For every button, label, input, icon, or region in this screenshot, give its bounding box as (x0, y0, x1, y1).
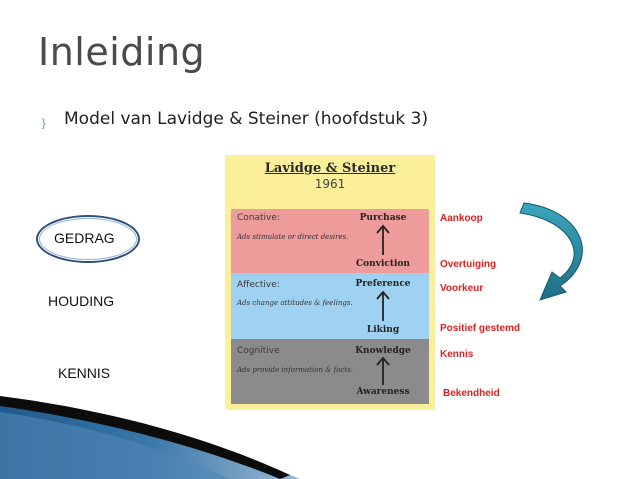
stage-desc-cognitive: Ads provide information & facts. (237, 366, 353, 374)
stage-desc-affective: Ads change attitudes & feelings. (237, 299, 353, 307)
conative-band: Conative: Ads stimulate or direct desire… (231, 209, 429, 273)
label-voorkeur: Voorkeur (440, 283, 484, 294)
cognitive-band: Cognitive Ads provide information & fact… (231, 339, 429, 404)
stage-label-affective: Affective: (237, 280, 280, 290)
bullet-icon: } (40, 116, 48, 130)
gedrag-oval-inner (39, 218, 137, 260)
stage-label-conative: Conative: (237, 213, 280, 223)
step-liking: Liking (366, 325, 400, 335)
stage-label-cognitive: Cognitive (237, 346, 280, 356)
affective-band: Affective: Ads change attitudes & feelin… (231, 273, 429, 339)
stage-desc-conative: Ads stimulate or direct desires. (237, 233, 349, 241)
model-title: Lavidge & Steiner (264, 161, 396, 176)
step-conviction: Conviction (356, 259, 410, 269)
label-kennis: Kennis (440, 349, 474, 360)
label-gedrag: GEDRAG (54, 230, 115, 246)
label-houding: HOUDING (48, 293, 115, 309)
lavidge-steiner-model: Lavidge & Steiner 1961 Conative: Ads sti… (225, 155, 435, 410)
step-purchase: Purchase (359, 213, 407, 223)
step-preference: Preference (355, 279, 411, 289)
up-arrow-icon (376, 356, 390, 385)
label-kennis-left: KENNIS (58, 365, 111, 381)
up-arrow-icon (376, 290, 390, 321)
up-arrow-icon (376, 224, 390, 255)
step-knowledge: Knowledge (355, 346, 411, 356)
slide-title: Inleiding (38, 30, 206, 74)
label-bekendheid: Bekendheid (443, 388, 500, 399)
bullet-text: Model van Lavidge & Steiner (hoofdstuk 3… (64, 109, 429, 129)
step-awareness: Awareness (356, 387, 410, 397)
label-overtuiging: Overtuiging (440, 259, 497, 270)
gedrag-oval (36, 215, 140, 263)
label-aankoop: Aankoop (440, 213, 483, 224)
model-year: 1961 (314, 177, 346, 191)
label-positief-gestemd: Positief gestemd (440, 323, 521, 334)
